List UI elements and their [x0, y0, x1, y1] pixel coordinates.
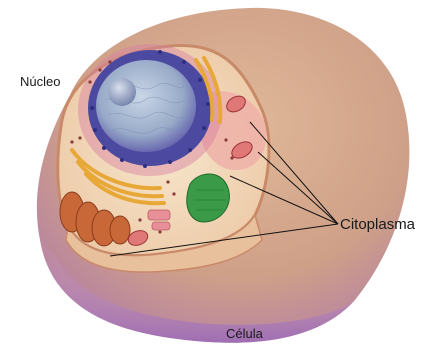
nucleus-label: Núcleo — [20, 74, 60, 89]
nucleoplasm — [96, 60, 196, 152]
cell-label: Célula — [226, 326, 263, 341]
cytoplasm-label: Citoplasma — [340, 216, 415, 233]
nucleolus — [108, 78, 136, 106]
